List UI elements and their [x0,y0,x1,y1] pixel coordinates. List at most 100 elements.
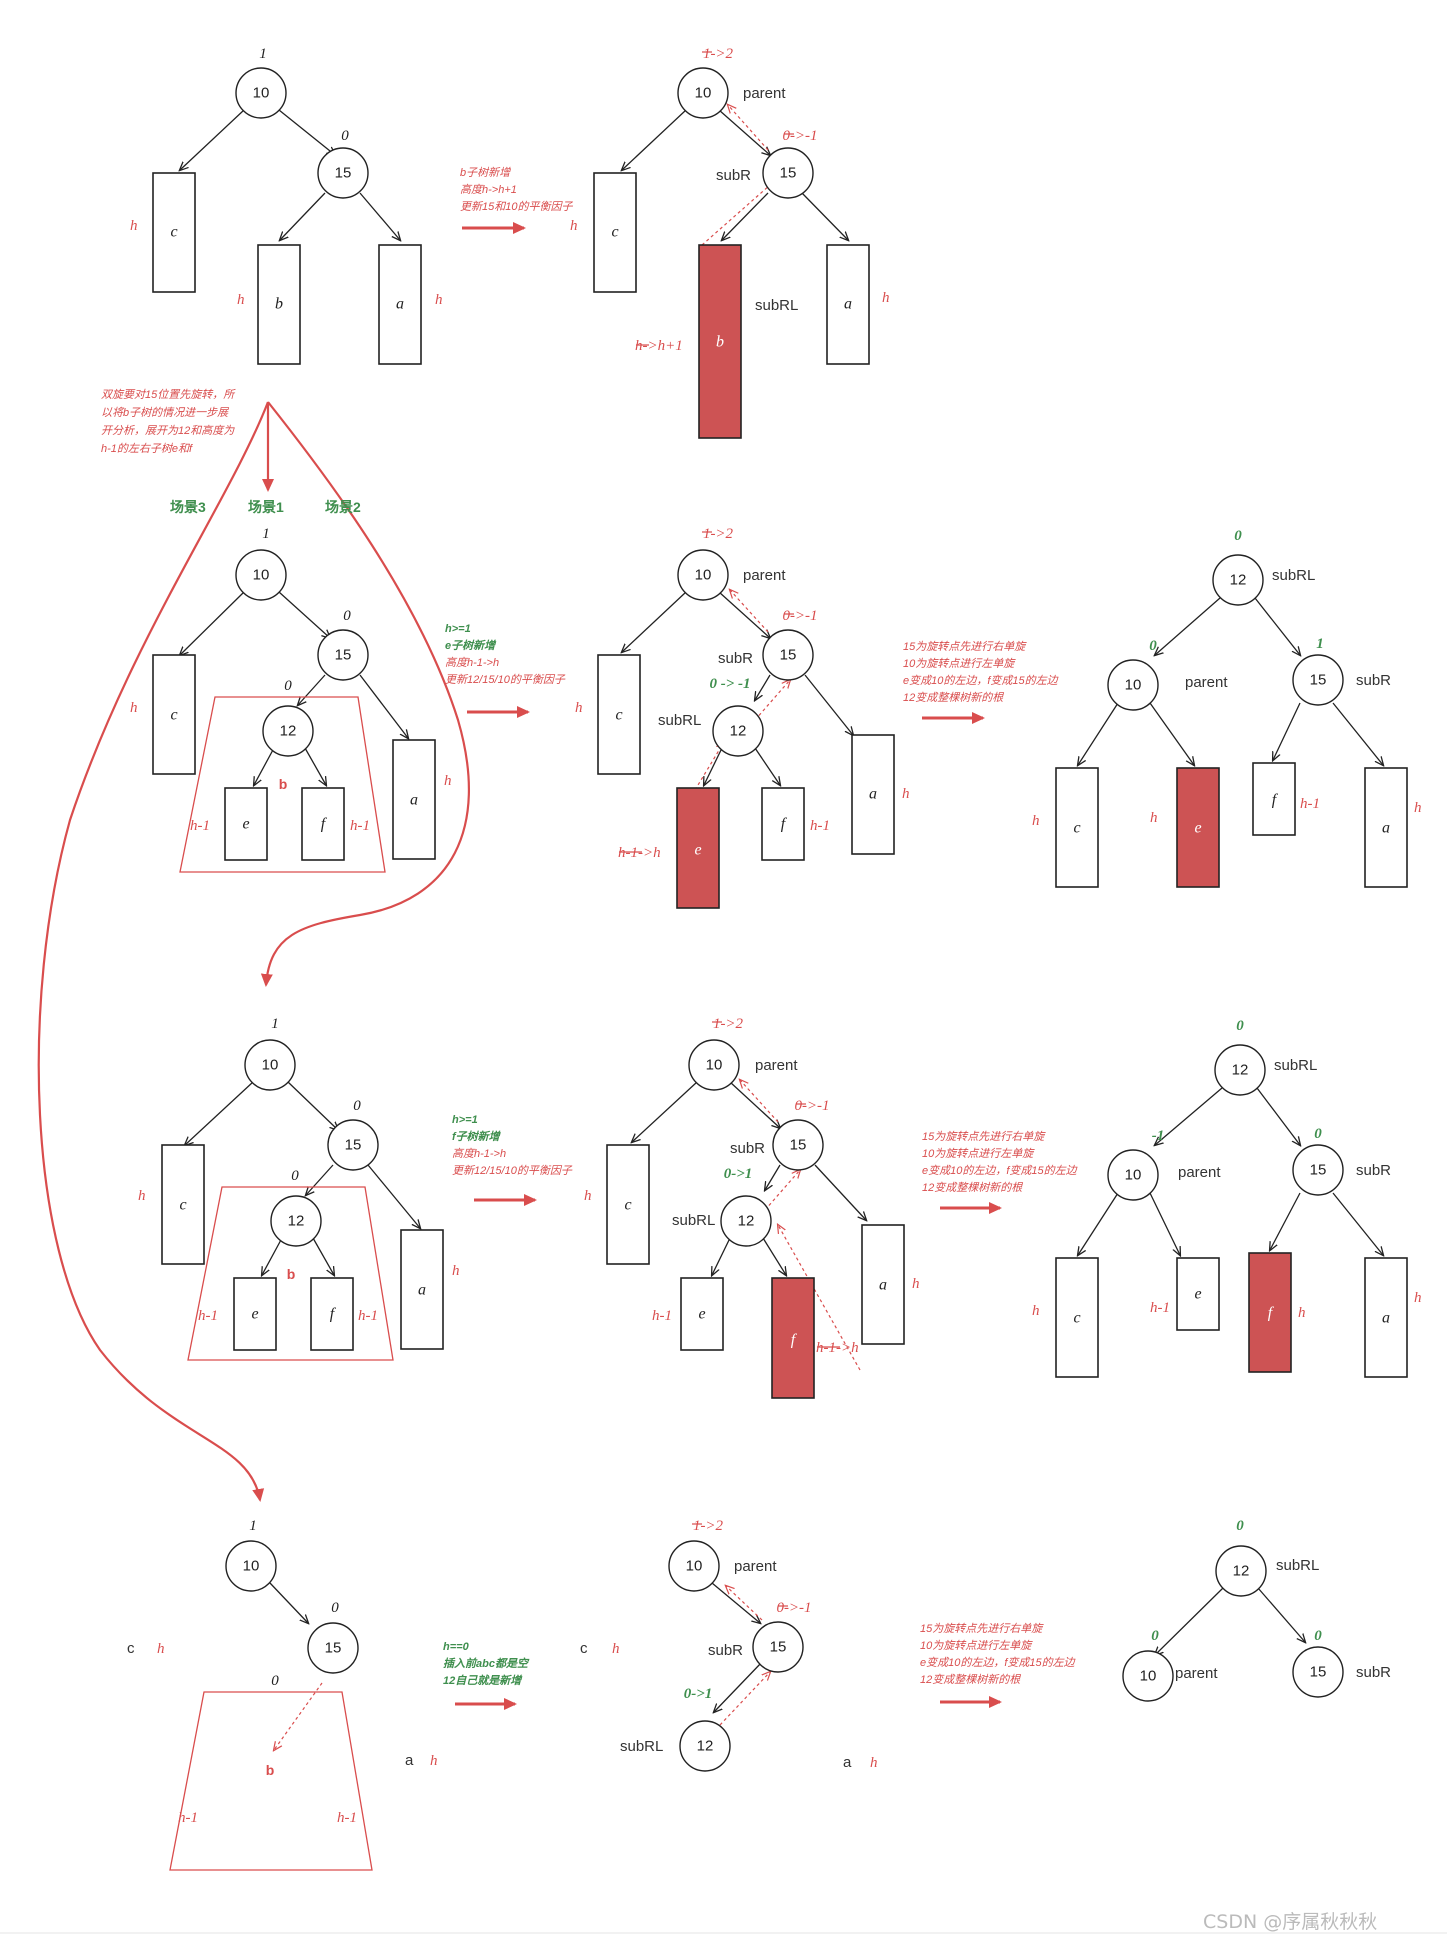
subtree-b-trapezoid [179,696,386,873]
tree-r2-left: 10 15 12 1 0 0 c e f a b h h h-1 h-1 [130,526,452,873]
note-r3-line3: 高度h-1->h [452,1147,506,1160]
height-e: h-1 [190,818,210,834]
subRL-label: subRL [1272,567,1315,584]
node-15-label: 15 [1310,672,1327,689]
bf-12: 0 [1234,528,1242,544]
note-r2r-line2: 10为旋转点进行左单旋 [903,657,1016,670]
height-a: h [430,1753,438,1769]
node-12-label: 12 [1232,1062,1249,1079]
height-e: h-1 [198,1308,218,1324]
bf-10: -1 [1152,1128,1165,1144]
subtree-c [606,1144,650,1265]
height-a: h [1414,1290,1422,1306]
subtree-a-label: a [410,792,418,809]
note-dr-line2: 以将b子树的情况进一步展 [101,406,229,419]
parent-label: parent [1178,1164,1221,1181]
subtree-e [224,787,268,861]
bf-15: 0 [353,1098,361,1114]
height-f: h-1 [1300,796,1320,812]
node-15 [762,147,814,199]
node-12 [1215,1545,1267,1597]
height-e: h [1150,810,1158,826]
subtree-a-label: a [1382,1310,1390,1327]
subtree-e [680,1277,724,1351]
subtree-b-new [698,244,742,439]
subtree-a [400,1229,444,1350]
subtree-f-label: f [781,816,788,833]
subtree-e [1176,1257,1220,1331]
tree-r3-left: 10 15 12 1 0 0 c e f a b h h h-1 h-1 [138,1016,460,1361]
subtree-a-label: a [869,786,877,803]
subtree-a-label: a [1382,820,1390,837]
subtree-e-label: e [694,842,701,859]
subtree-e-new [676,787,720,909]
bf-12: 0 [284,678,292,694]
height-c: h [570,218,578,234]
subtree-c [593,172,637,293]
note-r4-line1: h==0 [443,1641,470,1653]
bf-15: 0 [1314,1126,1322,1142]
note-r1-line2: 高度h->h+1 [460,183,517,196]
parent-label: parent [734,1558,777,1575]
height-e: h-1 [1150,1300,1170,1316]
node-15-label: 15 [335,647,352,664]
subtree-c [597,654,641,775]
height-a: h [435,292,443,308]
bf-15: 0->-1 [794,1098,829,1114]
bf-12: 0 [291,1168,299,1184]
subtree-f-label: f [1268,1305,1275,1322]
node-12-label: 12 [730,723,747,740]
bf-10: 1->2 [713,1016,744,1032]
note-dr-line3: 开分析，展开为12和高度为 [101,424,235,437]
subtree-f-label: f [321,816,328,833]
note-r3: h>=1 f子树新增 高度h-1->h 更新12/15/10的平衡因子 [452,1114,573,1206]
subR-label: subR [718,650,753,667]
subtree-a [392,739,436,860]
subtree-c [1055,767,1099,888]
subtree-f [301,787,345,861]
bf-10: 1->2 [703,46,734,62]
bf-15: 0 [343,608,351,624]
subRL-label: subRL [672,1212,715,1229]
height-c: h [1032,813,1040,829]
tree-r4-right: 12 10 15 0 0 0 subRL parent subR [1122,1518,1391,1702]
height-b: h [237,292,245,308]
bf-10: 1->2 [703,526,734,542]
subtree-f [761,787,805,861]
subtree-b-trapezoid [169,1691,373,1871]
node-10 [1107,659,1159,711]
node-10-label: 10 [262,1057,279,1074]
height-a: h [1414,800,1422,816]
height-e-change: h-1->h [618,845,661,861]
bf-10: 0 [1149,638,1157,654]
node-10-label: 10 [695,567,712,584]
node-15 [327,1119,379,1171]
subRL-label: subRL [755,297,798,314]
height-f: h-1 [350,818,370,834]
note-r4r-line4: 12变成整棵树新的根 [920,1673,1021,1686]
subtree-c [152,654,196,775]
tree-r3-mid: 10 15 12 1->2 0->-1 0->1 parent subR sub… [584,1016,920,1399]
node-15 [762,629,814,681]
height-c: h [138,1188,146,1204]
subtree-f [1252,762,1296,836]
subtree-f [310,1277,354,1351]
note-r1-line1: b子树新增 [460,166,511,179]
node-10-label: 10 [1125,677,1142,694]
note-r3r-line3: e变成10的左边，f变成15的左边 [922,1164,1078,1177]
subRL-label: subRL [620,1738,663,1755]
height-a: h [902,786,910,802]
height-f: h [1298,1305,1306,1321]
node-12 [1214,1044,1266,1096]
height-a: h [870,1755,878,1771]
node-10 [668,1540,720,1592]
height-b-change: h->h+1 [635,338,683,354]
subtree-e-label: e [242,816,249,833]
height-c: h [157,1641,165,1657]
subtree-b-label: b [275,296,283,313]
subtree-c-label: c [1073,820,1080,837]
node-15 [1292,1144,1344,1196]
bf-10: 1 [262,526,270,542]
subtree-c [161,1144,205,1265]
parent-label: parent [1185,674,1228,691]
